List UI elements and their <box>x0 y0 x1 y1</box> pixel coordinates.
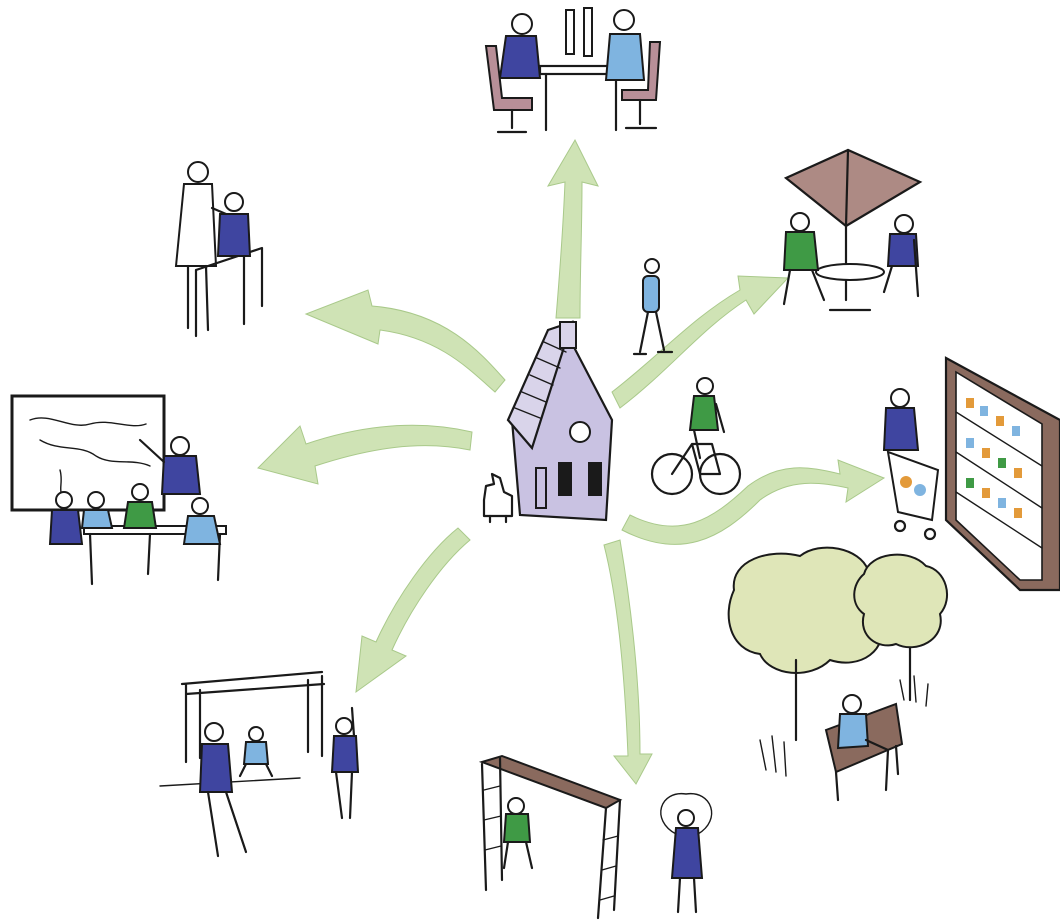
house-icon <box>506 320 614 522</box>
classroom-map-icon <box>10 394 227 586</box>
arrow-to-clinic <box>304 289 506 393</box>
walking-person-icon <box>632 258 674 356</box>
arrow-to-office <box>546 138 599 319</box>
arrow-to-fitness <box>355 527 471 694</box>
arrow-to-playground <box>603 539 653 785</box>
park-bench-trees-icon <box>727 546 949 802</box>
bicycle-rider-icon <box>650 377 742 496</box>
dog-icon <box>482 472 514 524</box>
arrow-to-grocery <box>621 459 886 545</box>
arrow-to-school <box>257 424 473 485</box>
monkey-bars-icon <box>478 754 713 920</box>
cafe-umbrella-icon <box>782 148 923 312</box>
doctor-patient-icon <box>174 161 264 338</box>
grocery-shelf-icon <box>882 356 1060 592</box>
pergola-exercise-icon <box>159 670 360 858</box>
arrow-to-cafe <box>611 275 790 409</box>
arrows <box>257 138 886 785</box>
office-desk-icon <box>484 7 662 134</box>
